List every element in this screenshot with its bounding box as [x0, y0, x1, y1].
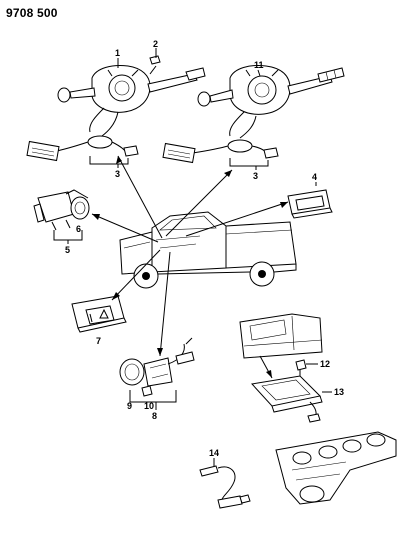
combination-switch-right	[162, 65, 345, 164]
hazard-switch-part-7	[71, 295, 127, 333]
screw-part-2	[149, 52, 161, 75]
sensor-assembly-part-8	[119, 337, 195, 397]
control-module-part-13	[251, 375, 323, 423]
callout-8: 8	[152, 411, 157, 421]
combination-switch-left	[26, 65, 206, 162]
callout-12: 12	[320, 359, 330, 369]
callout-3-left: 3	[115, 169, 120, 179]
ignition-switch-part-5	[33, 189, 90, 231]
callout-6: 6	[76, 224, 81, 234]
document-code: 9708 500	[6, 6, 58, 20]
switch-part-4	[287, 189, 333, 219]
callout-1: 1	[115, 48, 120, 58]
exhaust-manifold	[275, 431, 397, 505]
callout-labels: 1 2 3 3 4 5 6 7 8 9 10 11 12 13 14	[65, 39, 344, 458]
cab-silhouette	[239, 313, 323, 359]
callout-5: 5	[65, 245, 70, 255]
leader-lines	[53, 48, 332, 466]
callout-3-right: 3	[253, 171, 258, 181]
callout-4: 4	[312, 172, 317, 182]
callout-7: 7	[96, 336, 101, 346]
callout-14: 14	[209, 448, 219, 458]
bolt-part-12	[295, 359, 307, 378]
callout-9: 9	[127, 401, 132, 411]
callout-11: 11	[254, 60, 264, 70]
callout-10: 10	[144, 401, 154, 411]
sensor-part-14	[199, 465, 251, 509]
pickup-truck-illustration	[119, 211, 297, 289]
callout-2: 2	[153, 39, 158, 49]
callout-13: 13	[334, 387, 344, 397]
